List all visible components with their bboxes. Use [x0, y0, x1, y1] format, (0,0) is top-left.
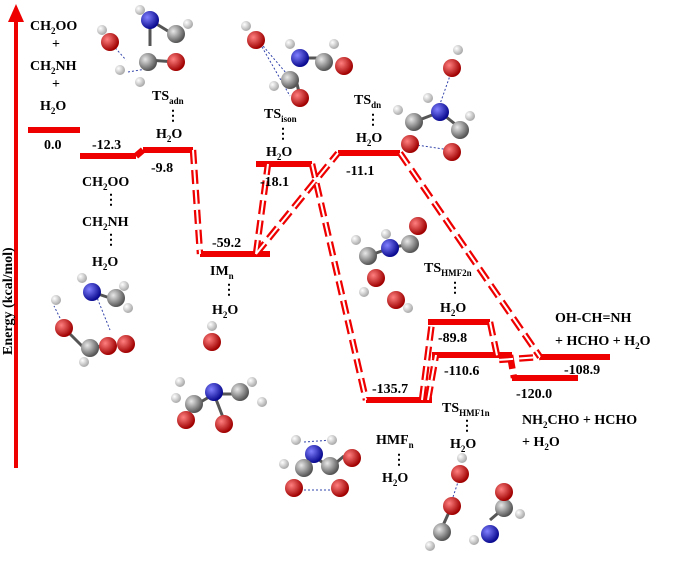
svg-text:H2O: H2O [440, 301, 466, 318]
molecule-im-n [171, 321, 267, 433]
svg-text:H2O: H2O [266, 145, 292, 162]
label-ts-dn: TSdn ⋮ H2O [354, 93, 382, 148]
label-reactants: CH2OO + CH2NH + H2O [30, 19, 77, 116]
svg-text:⋮: ⋮ [460, 419, 474, 434]
svg-text:TSdn: TSdn [354, 93, 381, 110]
energy-prod-a: -108.9 [564, 363, 600, 378]
molecule-ts-ison [241, 21, 353, 107]
svg-text:H2O: H2O [212, 303, 238, 320]
label-ts-adn: TSadn ⋮ H2O [152, 89, 184, 144]
svg-text:CH2NH: CH2NH [82, 215, 129, 232]
svg-text:H2O: H2O [450, 437, 476, 454]
svg-text:IMn: IMn [210, 264, 234, 281]
svg-text:TSadn: TSadn [152, 89, 184, 106]
svg-text:CH2OO: CH2OO [82, 175, 129, 192]
svg-text:TSHMF2n: TSHMF2n [424, 261, 472, 278]
svg-text:⋮: ⋮ [166, 109, 180, 124]
reaction-connectors [133, 147, 543, 401]
svg-text:⋮: ⋮ [276, 127, 290, 142]
energy-ts-hmf1n: -110.6 [444, 364, 479, 379]
label-complex1: CH2OO ⋮ CH2NH ⋮ H2O [82, 175, 129, 272]
svg-text:TSHMF1n: TSHMF1n [442, 401, 490, 418]
svg-text:⋮: ⋮ [104, 233, 118, 248]
svg-text:H2O: H2O [156, 127, 182, 144]
svg-text:NH2CHO + HCHO: NH2CHO + HCHO [522, 413, 637, 430]
svg-text:HMFn: HMFn [376, 433, 414, 450]
energy-ts-hmf2n: -89.8 [438, 331, 467, 346]
molecule-ts-hmf2n [351, 217, 427, 313]
label-ts-hmf1n: TSHMF1n ⋮ H2O [442, 401, 490, 454]
label-prod-b: NH2CHO + HCHO + H2O [522, 413, 637, 452]
svg-text:⋮: ⋮ [222, 283, 236, 298]
svg-text:⋮: ⋮ [392, 453, 406, 468]
svg-text:OH-CH=NH: OH-CH=NH [555, 311, 632, 326]
svg-text:⋮: ⋮ [448, 281, 462, 296]
energy-reactants: 0.0 [44, 138, 62, 153]
energy-ts-ison: -18.1 [260, 175, 289, 190]
connector-complex1-tsadn [133, 147, 146, 159]
label-prod-a: OH-CH=NH + HCHO + H2O [555, 311, 651, 351]
molecule-ts-adn [97, 5, 193, 87]
molecule-ts-dn [393, 45, 475, 161]
energy-ts-dn: -11.1 [346, 164, 374, 179]
label-ts-hmf2n: TSHMF2n ⋮ H2O [424, 261, 472, 318]
molecule-hmf-n [279, 435, 361, 497]
reactant-h2o: H2O [40, 99, 66, 116]
molecule-ts-hmf1n [425, 453, 525, 551]
label-im-n: IMn ⋮ H2O [210, 264, 238, 320]
svg-text:TSison: TSison [264, 107, 297, 124]
svg-text:H2O: H2O [382, 471, 408, 488]
svg-text:H2O: H2O [356, 131, 382, 148]
axis-label: Energy (kcal/mol) [1, 247, 16, 355]
reactant-ch2nh: CH2NH [30, 59, 77, 76]
label-hmf-n: HMFn ⋮ H2O [376, 433, 414, 488]
svg-text:+ HCHO + H2O: + HCHO + H2O [555, 334, 651, 351]
energy-im-n: -59.2 [212, 236, 241, 251]
svg-text:H2O: H2O [92, 255, 118, 272]
reactant-ch2oo: CH2OO [30, 19, 77, 36]
molecule-complex1 [51, 273, 135, 367]
svg-text:+ H2O: + H2O [522, 435, 560, 452]
svg-text:+: + [52, 77, 60, 92]
energy-complex1: -12.3 [92, 138, 121, 153]
label-ts-ison: TSison ⋮ H2O [264, 107, 297, 162]
energy-axis [8, 4, 24, 468]
svg-text:⋮: ⋮ [104, 193, 118, 208]
energy-prod-b: -120.0 [516, 387, 552, 402]
energy-hmf-n: -135.7 [372, 382, 408, 397]
svg-text:⋮: ⋮ [366, 113, 380, 128]
energy-ts-adn: -9.8 [151, 161, 173, 176]
svg-text:+: + [52, 37, 60, 52]
